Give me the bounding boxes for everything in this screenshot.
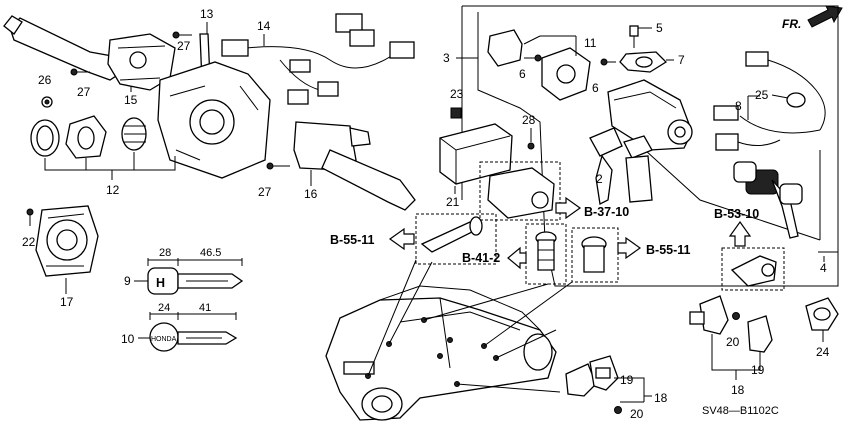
callout-20b: 20 xyxy=(726,335,740,349)
keys-pair xyxy=(733,161,803,239)
diagram-code: SV48—B1102C xyxy=(702,405,779,417)
arrow-left-b-41-2 xyxy=(507,246,527,270)
callout-19a: 19 xyxy=(620,373,634,387)
arrow-right-b-37-10 xyxy=(555,196,582,220)
group-frame-top xyxy=(462,5,839,253)
screw-22 xyxy=(26,208,34,226)
dimension-24 xyxy=(149,312,179,320)
part-19-switch-right xyxy=(747,315,773,353)
dimension-46-5-label: 46.5 xyxy=(200,247,221,259)
ref-b-55-11-right: B-55-11 xyxy=(646,243,691,257)
part-19-switch-lower xyxy=(565,355,619,397)
callout-17: 17 xyxy=(60,295,74,309)
callout-24: 24 xyxy=(816,345,830,359)
part-23-clip xyxy=(450,107,462,119)
callout-26: 26 xyxy=(38,73,52,87)
callout-3: 3 xyxy=(443,51,450,65)
front-label: FR. xyxy=(782,17,801,31)
trunk-lock-cylinder xyxy=(525,223,567,285)
callout-11: 11 xyxy=(584,36,597,50)
callout-15: 15 xyxy=(124,93,138,107)
callout-9: 9 xyxy=(124,274,131,288)
part-26-nut xyxy=(41,96,53,108)
ignition-switch-body xyxy=(607,79,693,151)
arrow-up-b-53-10 xyxy=(728,220,752,247)
key-mark-honda: HONDA xyxy=(151,336,177,343)
screw-28 xyxy=(527,142,535,150)
part-24-clip xyxy=(805,297,839,331)
callout-27a: 27 xyxy=(177,39,191,53)
car-body xyxy=(325,285,557,421)
callout-23: 23 xyxy=(450,87,464,101)
clamp-7 xyxy=(619,51,668,73)
car-location-markers xyxy=(365,259,573,393)
callout-20a: 20 xyxy=(630,407,644,421)
part-17-cable-reel xyxy=(35,205,99,277)
callout-10: 10 xyxy=(121,332,135,346)
key-9: H xyxy=(147,267,244,295)
screw-6-a xyxy=(524,54,542,62)
callout-22: 22 xyxy=(22,235,36,249)
callout-25: 25 xyxy=(755,88,769,102)
key-mark-h: H xyxy=(156,276,165,290)
callout-14: 14 xyxy=(257,19,271,33)
callout-19b: 19 xyxy=(751,363,765,377)
callout-27c: 27 xyxy=(258,185,272,199)
callout-18b: 18 xyxy=(731,383,745,397)
callout-12: 12 xyxy=(106,183,120,197)
part-16-wiper-switch xyxy=(293,121,416,211)
glove-box-cylinder xyxy=(571,227,619,283)
screw-20-b xyxy=(732,312,740,320)
dimension-41 xyxy=(178,312,237,320)
screw-6-b xyxy=(600,58,616,66)
part-11-switch xyxy=(487,29,591,101)
screw-27-a xyxy=(172,31,192,39)
bolt-5 xyxy=(629,25,639,48)
key-frame-line xyxy=(644,149,821,241)
callout-18a: 18 xyxy=(654,391,668,405)
part-21-lock-housing xyxy=(439,123,513,185)
part-14-harness xyxy=(221,13,415,105)
callout-27b: 27 xyxy=(77,85,91,99)
combination-switch-lever-left xyxy=(3,15,176,91)
cable-reel-assembly xyxy=(157,61,271,179)
callout-28: 28 xyxy=(522,113,536,127)
part-12-rings xyxy=(30,115,147,159)
screw-27-c xyxy=(266,162,290,170)
callout-21: 21 xyxy=(446,195,460,209)
dimension-28 xyxy=(147,258,179,266)
dimension-28-label: 28 xyxy=(159,247,171,259)
arrow-right-b-55-11 xyxy=(617,236,642,260)
front-arrow-icon xyxy=(807,5,843,28)
front-direction-indicator: FR. xyxy=(782,5,843,31)
ref-b-41-2: B-41-2 xyxy=(462,251,500,265)
callout-2: 2 xyxy=(596,172,603,186)
callout-7: 7 xyxy=(678,53,685,67)
trunk-opener-switch xyxy=(721,247,785,291)
part-8-harness xyxy=(713,51,826,151)
screw-27-b xyxy=(70,68,90,76)
ignition-lock-housing xyxy=(479,161,561,221)
dimension-46-5 xyxy=(178,258,243,266)
ref-b-37-10: B-37-10 xyxy=(584,205,629,219)
ref-b-55-11-left: B-55-11 xyxy=(330,233,375,247)
dimension-24-label: 24 xyxy=(158,302,170,314)
arrow-left-b-55-11 xyxy=(388,227,415,251)
callout-6b: 6 xyxy=(592,81,599,95)
part-18-switch-right xyxy=(689,295,729,335)
callout-8: 8 xyxy=(735,99,742,113)
key-10: HONDA xyxy=(149,322,238,352)
callout-4: 4 xyxy=(820,261,827,275)
callout-13: 13 xyxy=(200,7,214,21)
screw-20-a xyxy=(614,406,622,414)
dimension-41-label: 41 xyxy=(199,302,211,314)
callout-16: 16 xyxy=(304,187,318,201)
door-lock-cylinder-left xyxy=(415,213,497,265)
callout-6a: 6 xyxy=(519,67,526,81)
callout-5: 5 xyxy=(656,21,663,35)
ref-b-53-10: B-53-10 xyxy=(714,207,759,221)
key-2 xyxy=(589,127,653,205)
